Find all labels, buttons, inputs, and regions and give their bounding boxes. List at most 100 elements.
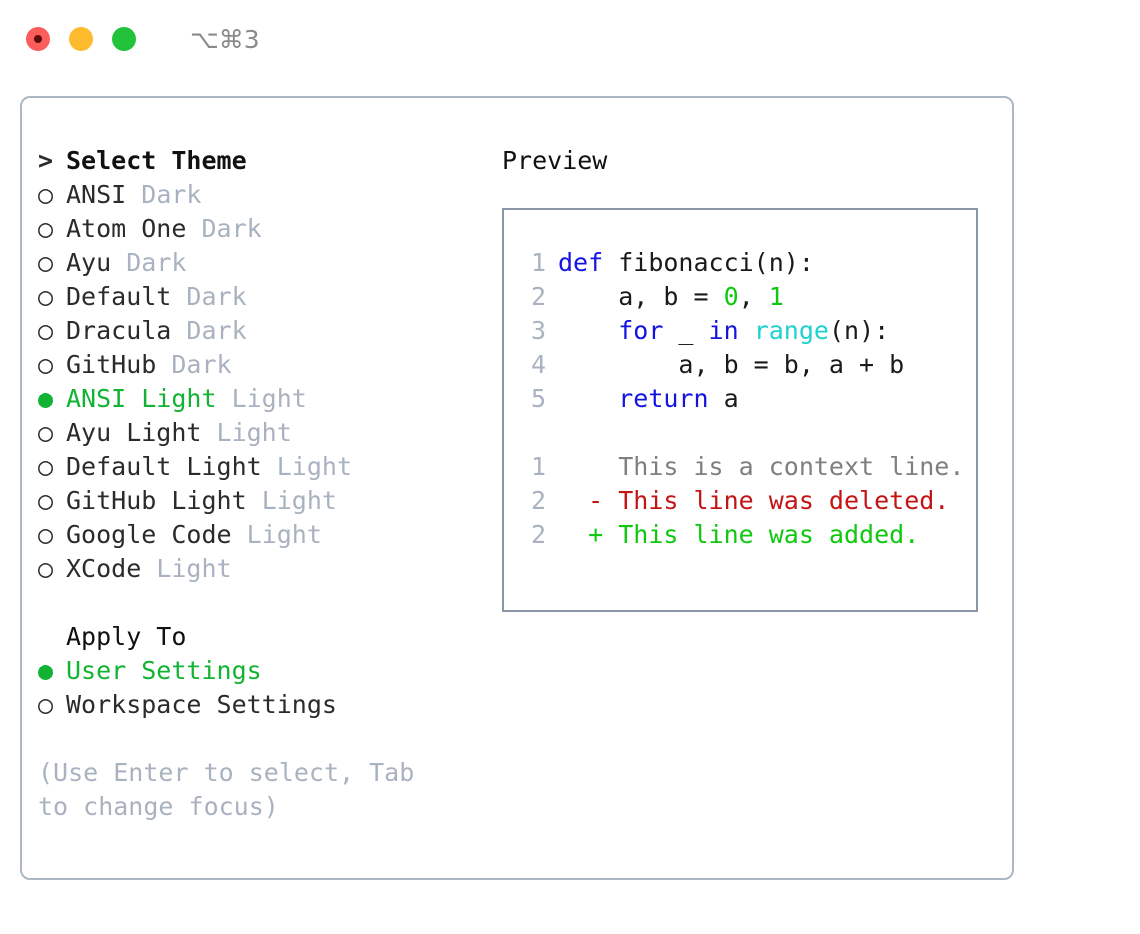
diff-line: 1 This is a context line. [504,450,976,484]
apply-to-label: User Settings [66,656,262,685]
theme-list-item[interactable]: ○ Google Code Light [38,518,488,552]
theme-name: GitHub [66,350,157,379]
radio-unselected-icon: ○ [38,350,54,379]
diff-sample: 1 This is a context line.2 - This line w… [504,450,976,552]
theme-variant-badge: Dark [186,316,247,345]
code-token: for [618,316,664,345]
minimize-button[interactable] [69,27,93,51]
theme-list-item[interactable]: ○ Dracula Dark [38,314,488,348]
theme-name: Ayu Light [66,418,202,447]
code-token: a, b = [558,282,724,311]
radio-unselected-icon: ○ [38,520,54,549]
theme-list-item[interactable]: ○ GitHub Dark [38,348,488,382]
radio-selected-icon: ● [38,656,54,685]
diff-line-number: 2 [530,520,546,549]
theme-list-item[interactable]: ○ Ayu Light Light [38,416,488,450]
theme-variant-badge: Dark [141,180,202,209]
diff-text: This is a context line. [618,452,965,481]
code-token: a, b = b, a + b [558,350,905,379]
window-controls [26,27,136,51]
theme-variant-badge: Dark [171,350,232,379]
maximize-button[interactable] [112,27,136,51]
code-line: 4 a, b = b, a + b [504,348,976,382]
cursor-caret-icon: > [38,146,54,175]
radio-unselected-icon: ○ [38,418,54,447]
radio-unselected-icon: ○ [38,690,54,719]
diff-text: This line was deleted. [618,486,950,515]
window-titlebar: ⌥⌘3 [0,0,1140,78]
theme-variant-badge: Light [246,520,322,549]
radio-unselected-icon: ○ [38,214,54,243]
close-button[interactable] [26,27,50,51]
radio-unselected-icon: ○ [38,180,54,209]
diff-line: 2 - This line was deleted. [504,484,976,518]
code-line: 5 return a [504,382,976,416]
diff-line-number: 2 [530,486,546,515]
radio-unselected-icon: ○ [38,554,54,583]
theme-variant-badge: Light [261,486,337,515]
theme-list-item[interactable]: ○Ayu Dark [38,246,488,280]
apply-to-item[interactable]: ○Workspace Settings [38,688,488,722]
radio-unselected-icon: ○ [38,486,54,515]
hint-spacer [38,722,488,756]
keyboard-shortcut-label: ⌥⌘3 [190,24,260,54]
theme-name: Default Light [66,452,262,481]
theme-name: ANSI Light [66,384,217,413]
code-token: _ [663,316,709,345]
radio-unselected-icon: ○ [38,282,54,311]
diff-line: 2 + This line was added. [504,518,976,552]
theme-list-item[interactable]: ○ XCode Light [38,552,488,586]
code-token: , [738,282,769,311]
radio-selected-icon: ● [38,384,54,413]
code-token: (n): [828,316,890,345]
theme-name: Atom One [66,214,187,243]
theme-variant-badge: Dark [186,282,247,311]
theme-variant-badge: Light [216,418,292,447]
diff-marker [558,452,618,481]
theme-name: XCode [66,554,142,583]
apply-to-list: ● User Settings ○Workspace Settings [38,654,488,722]
theme-name: Dracula [66,316,172,345]
code-line: 3 for _ in range(n): [504,314,976,348]
theme-list-item[interactable]: ● ANSI Light Light [38,382,488,416]
code-token: fibonacci(n): [618,248,814,277]
theme-variant-badge: Light [156,554,232,583]
diff-marker: - [558,486,619,515]
code-token: def [558,248,619,277]
theme-list-item[interactable]: ○ Default Light Light [38,450,488,484]
theme-name: Google Code [66,520,232,549]
theme-list-item[interactable]: ○Atom One Dark [38,212,488,246]
theme-name: Default [66,282,172,311]
apply-to-item[interactable]: ● User Settings [38,654,488,688]
diff-text: This line was added. [618,520,920,549]
code-token [739,316,754,345]
code-token [558,384,618,413]
code-token: a [708,384,739,413]
theme-list-item[interactable]: ○ANSI Dark [38,178,488,212]
code-token: range [753,316,829,345]
radio-unselected-icon: ○ [38,248,54,277]
radio-unselected-icon: ○ [38,316,54,345]
radio-unselected-icon: ○ [38,452,54,481]
theme-variant-badge: Light [231,384,307,413]
diff-line-number: 1 [530,452,546,481]
theme-name: GitHub Light [66,486,247,515]
diff-marker: + [558,520,619,549]
code-token: 1 [768,282,784,311]
theme-list-item[interactable]: ○ Default Dark [38,280,488,314]
code-token: in [708,316,739,345]
theme-variant-badge: Light [276,452,352,481]
theme-selector-panel: >Select Theme ○ANSI Dark○Atom One Dark○A… [20,96,1014,880]
code-line-number: 2 [530,282,546,311]
theme-list: ○ANSI Dark○Atom One Dark○Ayu Dark○Defaul… [38,178,488,586]
code-line: 2 a, b = 0, 1 [504,280,976,314]
theme-list-item[interactable]: ○ GitHub Light Light [38,484,488,518]
code-diff-separator [504,416,976,450]
select-theme-heading-label: Select Theme [66,146,247,175]
theme-variant-badge: Dark [126,248,187,277]
code-token: 0 [723,282,739,311]
